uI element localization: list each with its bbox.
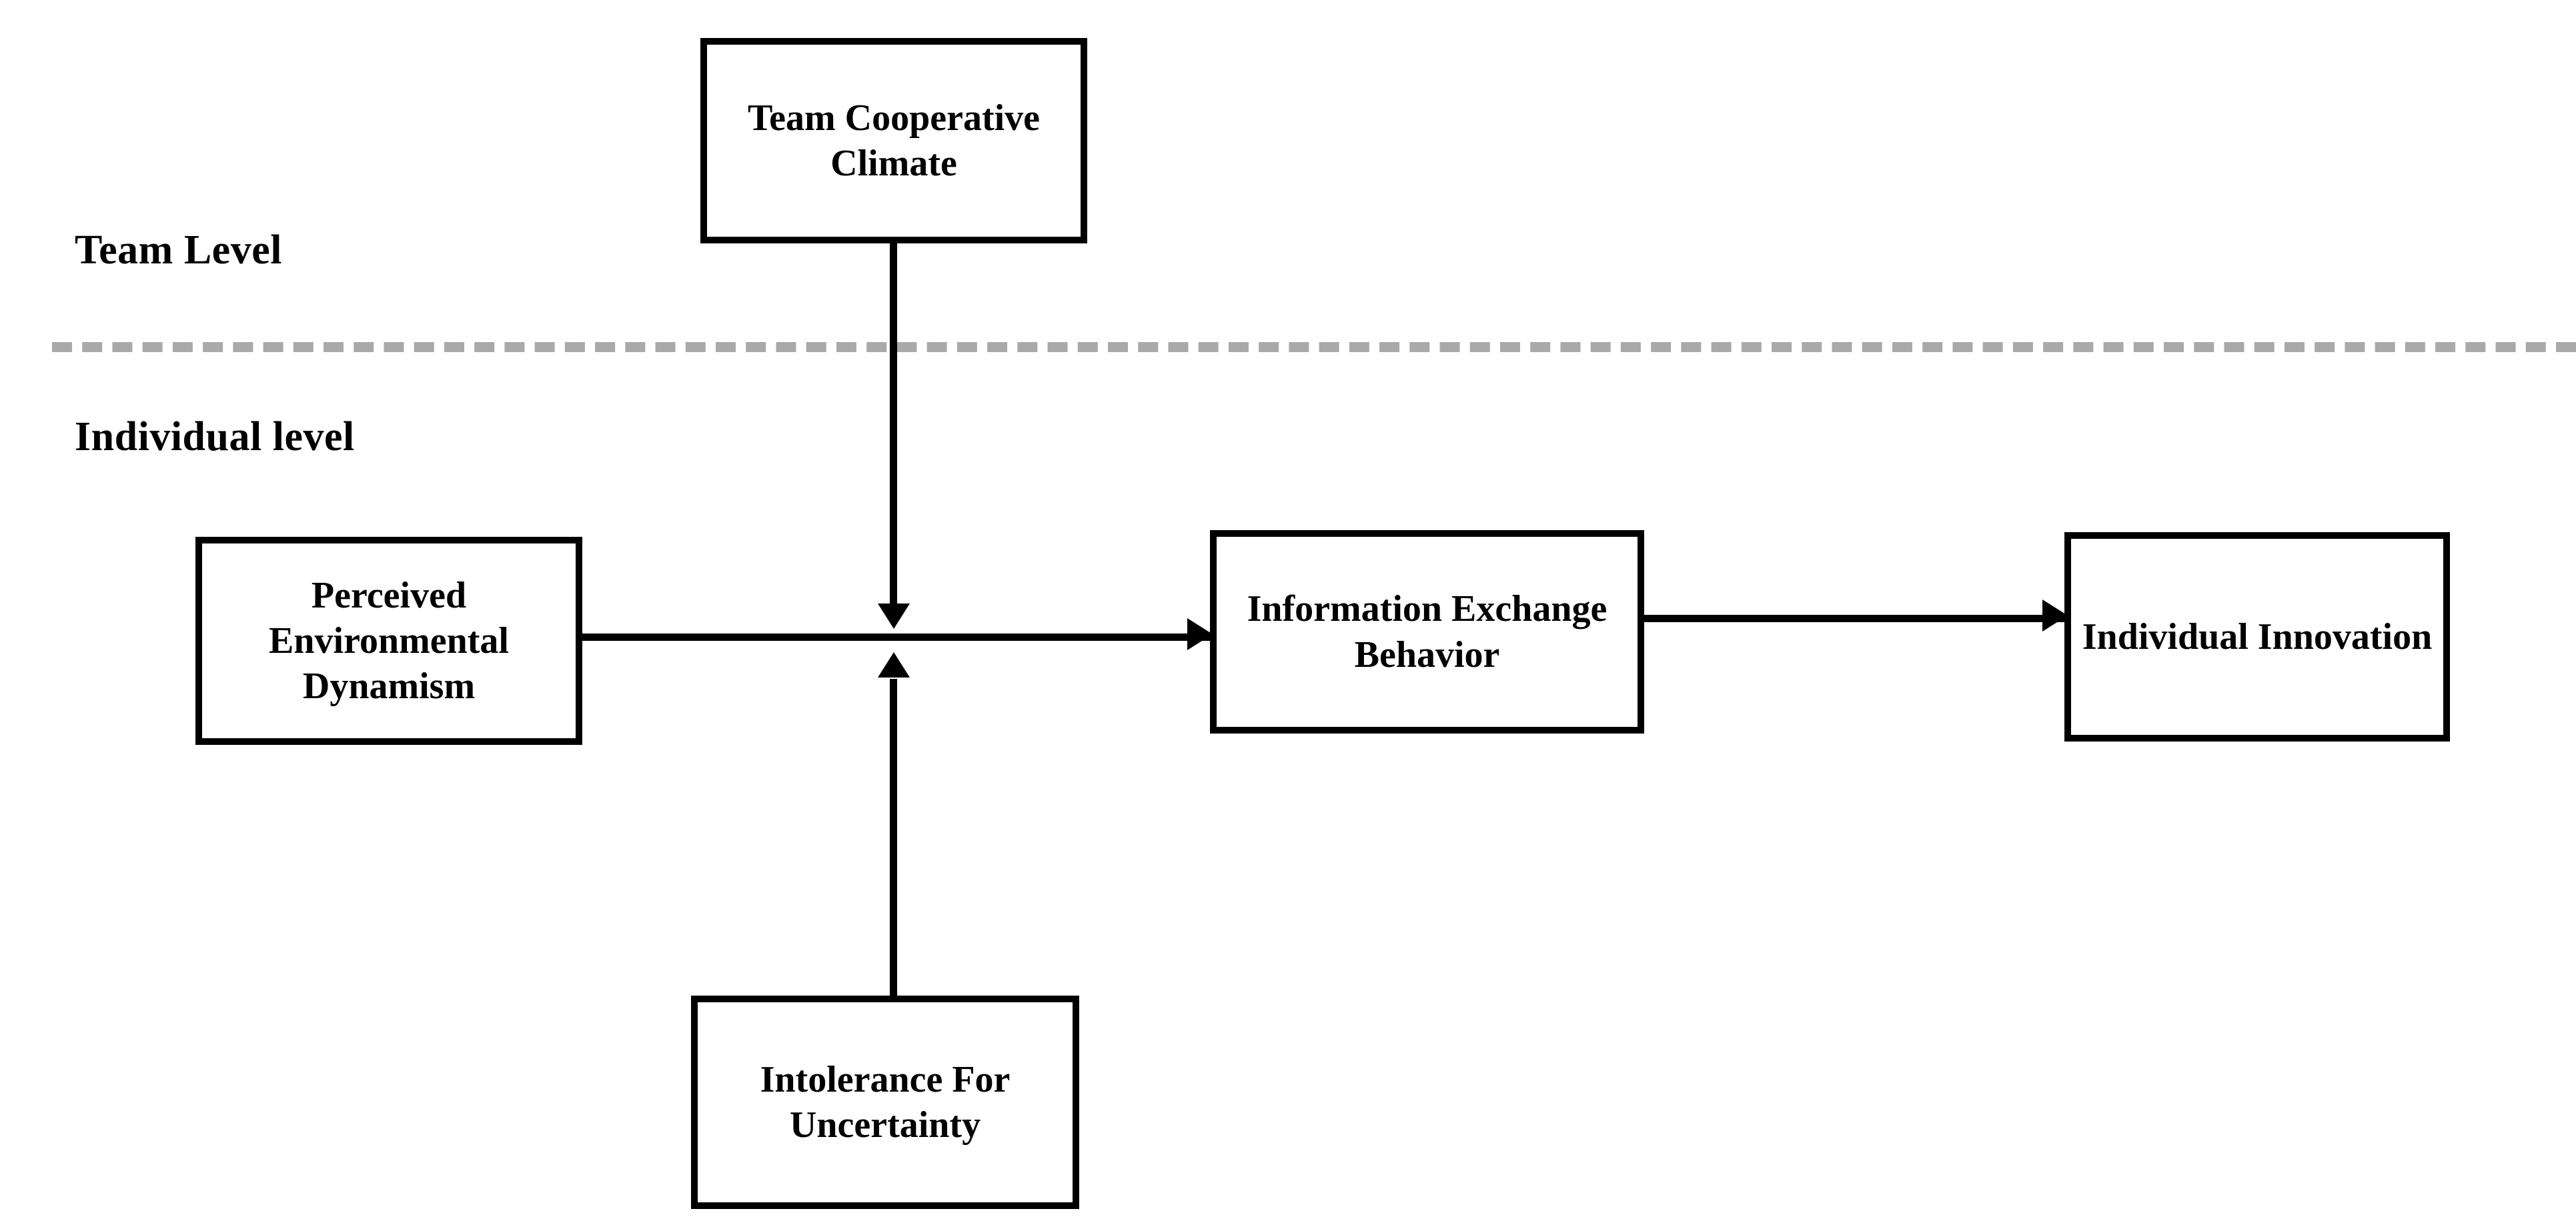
construct-label-perceived-environmental-dynamism: Perceived Environmental Dynamism [269,574,509,708]
team-level-label: Team Level [75,227,282,273]
arrow-up-icon [878,652,910,678]
arrow-right-icon [2042,599,2068,632]
arrow-right-icon [1187,618,1213,650]
construct-label-individual-innovation: Individual Innovation [2082,616,2433,658]
construct-box-individual-innovation: Individual Innovation [2064,532,2450,742]
construct-box-intolerance-for-uncertainty: Intolerance For Uncertainty [691,996,1079,1209]
construct-label-information-exchange-behavior: Information Exchange Behavior [1247,588,1607,676]
construct-box-information-exchange-behavior: Information Exchange Behavior [1210,530,1644,734]
arrow-down-icon [878,603,910,629]
connector-intolerance-for-uncertainty-moderation-line [890,679,897,999]
level-divider-dashed-line [52,342,2576,352]
construct-box-perceived-environmental-dynamism: Perceived Environmental Dynamism [195,537,582,745]
connector-ped-to-ieb-line [579,634,1214,641]
connector-team-cooperative-climate-moderation-line [890,240,897,615]
construct-box-team-cooperative-climate: Team Cooperative Climate [700,38,1087,243]
individual-level-label: Individual level [75,414,355,459]
connector-ieb-to-ii-line [1641,615,2073,622]
construct-label-team-cooperative-climate: Team Cooperative Climate [747,97,1041,184]
construct-label-intolerance-for-uncertainty: Intolerance For Uncertainty [760,1058,1011,1146]
